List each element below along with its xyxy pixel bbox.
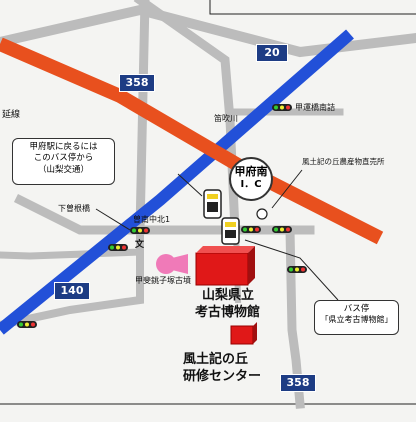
interchange-ic: I．C xyxy=(240,179,262,190)
signal-icon xyxy=(287,266,307,273)
leader-farm-store xyxy=(271,169,303,209)
training-center-label-line1: 風土記の丘 xyxy=(183,352,249,367)
road-20 xyxy=(0,4,416,58)
signal-icon xyxy=(130,227,150,234)
interchange-marker: 甲府南 I．C xyxy=(229,157,273,201)
bus-stop-icon xyxy=(221,217,240,245)
bus-stop-line2: 「県立考古博物館」 xyxy=(320,315,393,325)
return-bus-line3: （山梨交通） xyxy=(37,164,89,175)
river xyxy=(0,29,354,335)
museum-building-side xyxy=(248,246,255,285)
leader-lines xyxy=(95,169,339,301)
road-west xyxy=(0,248,144,260)
route-shield-20: 20 xyxy=(256,44,288,62)
konakabashi-label: 甲運橋南詰 xyxy=(295,103,335,112)
road-140-branch xyxy=(0,226,144,330)
shimosone-label: 下曽根橋 xyxy=(58,204,90,213)
museum-building xyxy=(195,252,249,286)
return-bus-callout: 甲府駅に戻るには このバス停から （山梨交通） xyxy=(12,138,115,185)
museum-label-line2: 考古博物館 xyxy=(195,305,261,320)
training-center-side xyxy=(253,322,257,344)
rail-line-label: 延線 xyxy=(2,110,21,120)
training-center-building xyxy=(230,325,254,345)
route-shield-358-bottom: 358 xyxy=(280,374,316,392)
signal-icon xyxy=(241,226,261,233)
traffic-signals xyxy=(17,104,307,328)
fuefuki-river-label: 笛吹川 xyxy=(214,114,238,123)
bus-stop-callout: バス停 「県立考古博物館」 xyxy=(314,300,399,335)
leader-return-busstop xyxy=(177,173,203,197)
signal-icon xyxy=(108,244,128,251)
kofun-label: 甲斐銚子塚古墳 xyxy=(135,276,191,285)
expressway xyxy=(0,37,384,245)
signal-icon xyxy=(272,104,292,111)
leader-shimosone xyxy=(95,208,131,231)
bus-stop-icon xyxy=(203,189,222,219)
farm-store-marker-icon xyxy=(256,208,268,220)
bus-stop-line1: バス停 xyxy=(343,304,370,314)
kofun-icon xyxy=(156,254,188,274)
route-shield-140: 140 xyxy=(54,282,90,300)
sakaiminami-label: 曽南中北1 xyxy=(133,215,171,224)
interchange-name: 甲府南 xyxy=(234,165,268,178)
return-bus-line2: このバス停から xyxy=(33,153,94,164)
training-center-label-line2: 研修センター xyxy=(183,369,262,384)
museum-label-line1: 山梨県立 xyxy=(202,288,255,303)
return-bus-line1: 甲府駅に戻るには xyxy=(29,142,98,152)
frame-line xyxy=(209,0,416,15)
signal-icon xyxy=(272,226,292,233)
signal-icon xyxy=(17,321,37,328)
museum-building-roof xyxy=(196,246,255,253)
route-shield-358-top: 358 xyxy=(119,74,155,92)
school-label: 文 xyxy=(135,240,145,250)
farm-store-label: 風土記の丘農産物直売所 xyxy=(302,157,385,166)
leader-busstop xyxy=(244,239,339,301)
